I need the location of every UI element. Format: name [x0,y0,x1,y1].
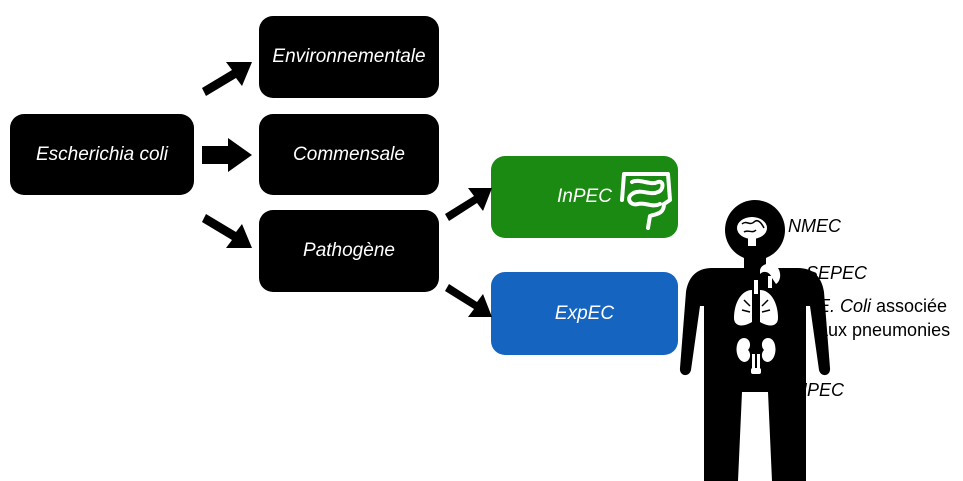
node-inpec-label: InPEC [557,186,612,207]
label-pneumonies-line2: aux pneumonies [818,320,951,340]
arrow-icon [202,62,252,96]
node-expec-label: ExpEC [554,302,615,324]
node-commensale: Commensale [259,114,439,195]
node-escherichia-coli-label: Escherichia coli [36,143,168,165]
node-pathogene-label: Pathogène [303,240,395,261]
label-nmec: NMEC [788,216,841,236]
node-environnementale: Environnementale [259,16,439,98]
node-escherichia-coli: Escherichia coli [10,114,194,195]
node-commensale-label: Commensale [293,143,405,165]
label-pneumonies-italic: E. Coli [818,296,872,316]
human-silhouette-icon [679,200,831,481]
node-environnementale-label: Environnementale [272,46,426,67]
label-pneumonies-rest: associée [871,296,948,316]
arrow-icon [202,138,252,172]
kidneys-icon [736,338,776,374]
node-expec: ExpEC [491,272,678,355]
lungs-icon [734,280,778,326]
node-pathogene: Pathogène [259,210,439,292]
label-upec: UPEC [794,380,845,400]
arrow-icon [445,284,492,317]
arrow-icon [202,214,252,248]
arrow-icon [445,188,492,221]
label-sepec: SEPEC [806,263,868,283]
intestine-icon [620,172,672,230]
heart-icon [760,263,781,288]
label-pneumonies: E. Coli associée aux pneumonies [818,294,950,342]
